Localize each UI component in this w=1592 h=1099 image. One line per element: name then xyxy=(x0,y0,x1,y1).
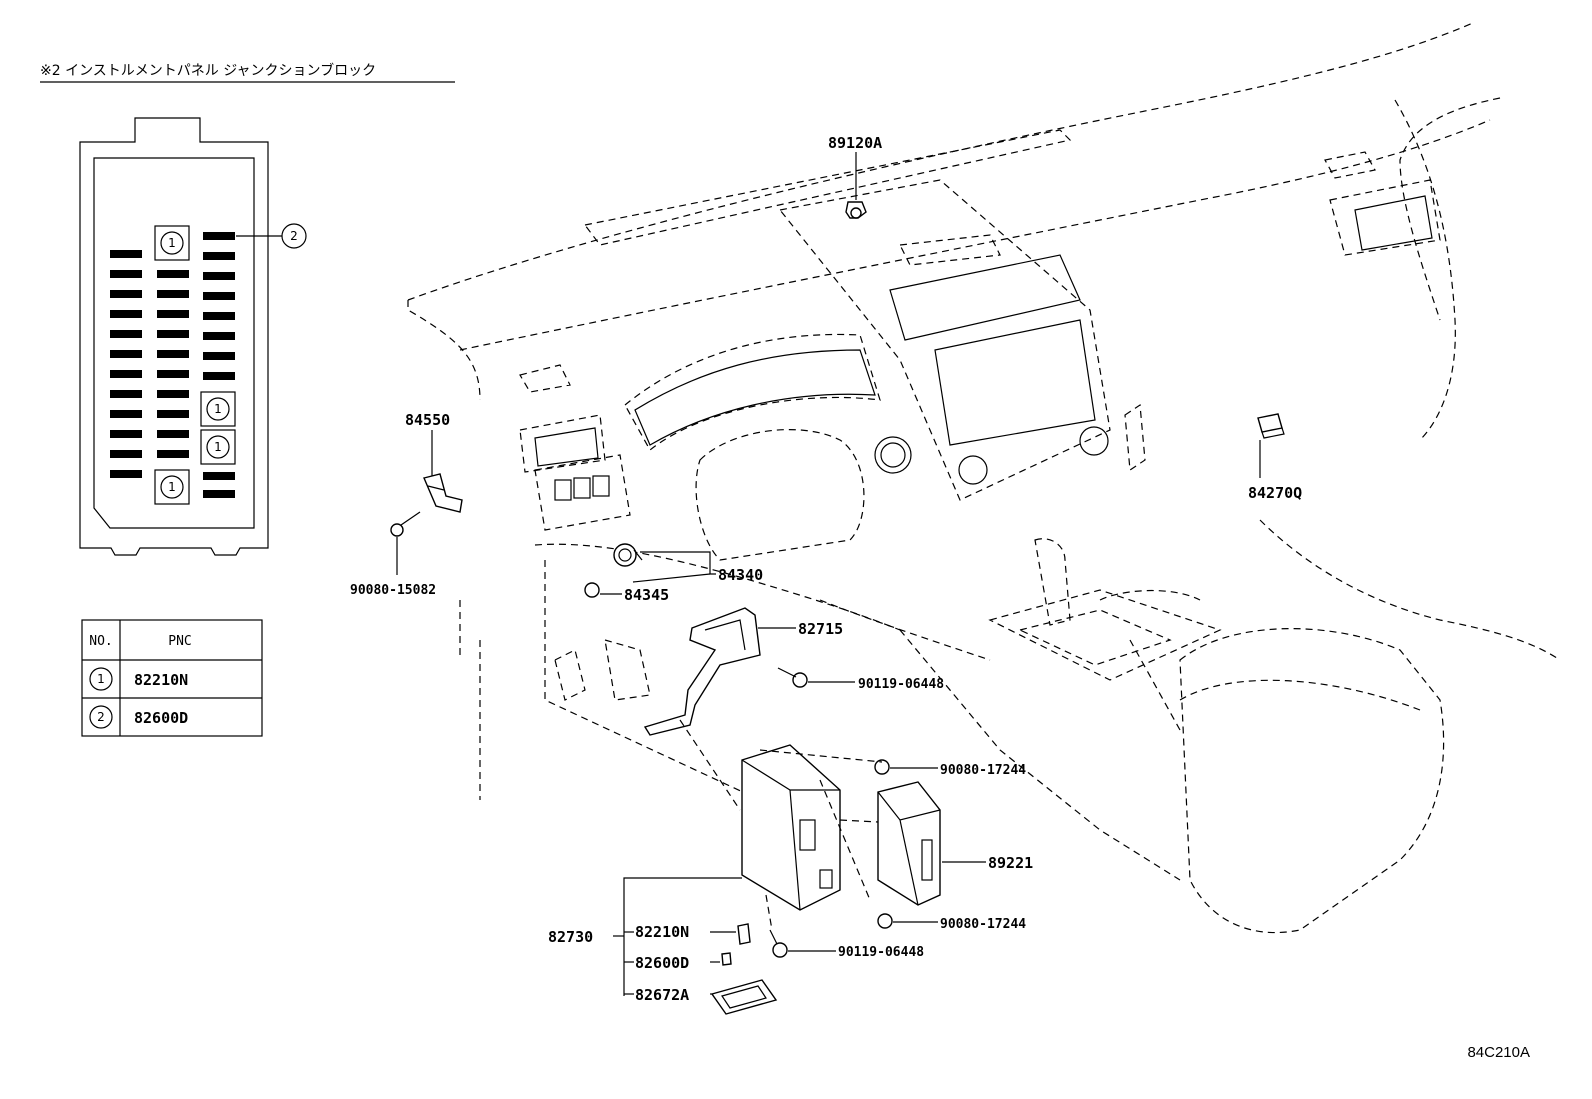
part-90080-17244-nut-b xyxy=(877,913,893,929)
label-82730: 82730 xyxy=(548,928,593,946)
label-84340: 84340 xyxy=(718,566,763,584)
part-89120A-clip xyxy=(845,201,867,219)
part-82600D-fuse xyxy=(721,952,732,966)
label-90080-17244-b: 90080-17244 xyxy=(940,917,1026,932)
label-82600D: 82600D xyxy=(635,954,689,972)
part-82715-bracket xyxy=(643,607,761,736)
svg-text:1: 1 xyxy=(168,480,176,494)
part-84340-switch xyxy=(613,543,643,567)
svg-text:2: 2 xyxy=(290,229,298,243)
part-82730-body-ecu xyxy=(741,744,841,911)
pnc-row-1-pnc: 82210N xyxy=(134,671,188,689)
fuse-column-left xyxy=(110,250,142,478)
pnc-row-2-no: 2 xyxy=(97,710,105,724)
relay-marker-1b: 1 xyxy=(200,391,236,427)
fuse-marker-2: 2 xyxy=(281,223,307,249)
label-82210N: 82210N xyxy=(635,923,689,941)
svg-text:1: 1 xyxy=(214,402,222,416)
part-82210N-relay xyxy=(737,923,751,945)
label-84550: 84550 xyxy=(405,411,450,429)
part-84550-bracket xyxy=(423,473,463,513)
label-90080-15082: 90080-15082 xyxy=(350,583,436,598)
label-90119-06448-b: 90119-06448 xyxy=(838,945,924,960)
part-90119-06448-bolt-b xyxy=(769,929,788,958)
pnc-table-header-no: NO. xyxy=(89,634,112,649)
fuse-column-right xyxy=(203,232,235,498)
relay-marker-1d: 1 xyxy=(154,469,190,505)
part-84345-ring xyxy=(584,582,600,598)
pnc-table-header-pnc: PNC xyxy=(168,634,191,649)
label-90080-17244-a: 90080-17244 xyxy=(940,763,1026,778)
part-90119-06448-bolt-a xyxy=(777,667,808,688)
label-84345: 84345 xyxy=(624,586,669,604)
pnc-row-2-pnc: 82600D xyxy=(134,709,188,727)
part-89221-ecu xyxy=(877,781,941,906)
part-84270Q-switch xyxy=(1257,413,1285,439)
part-82672A-cover xyxy=(710,979,778,1015)
relay-marker-1c: 1 xyxy=(200,429,236,465)
relay-marker-1a: 1 xyxy=(154,225,190,261)
label-90119-06448-a: 90119-06448 xyxy=(858,677,944,692)
figure-reference: 84C210A xyxy=(1467,1044,1530,1061)
fuse-column-middle xyxy=(157,270,189,458)
label-89120A: 89120A xyxy=(828,134,882,152)
label-89221: 89221 xyxy=(988,854,1033,872)
junction-block-title: ※2 インストルメントパネル ジャンクションブロック xyxy=(40,62,376,79)
junction-block-drawing: 1 1 1 1 2 xyxy=(79,117,307,556)
part-90080-15082-bolt xyxy=(390,511,421,537)
pnc-row-1-no: 1 xyxy=(97,672,105,686)
pnc-table: NO. PNC 1 82210N 2 82600D xyxy=(81,619,263,737)
part-90080-17244-nut-a xyxy=(874,759,890,775)
label-82672A: 82672A xyxy=(635,986,689,1004)
label-82715: 82715 xyxy=(798,620,843,638)
svg-text:1: 1 xyxy=(168,236,176,250)
label-84270Q: 84270Q xyxy=(1248,484,1302,502)
instrument-panel-outline xyxy=(407,21,1561,934)
svg-text:1: 1 xyxy=(214,440,222,454)
